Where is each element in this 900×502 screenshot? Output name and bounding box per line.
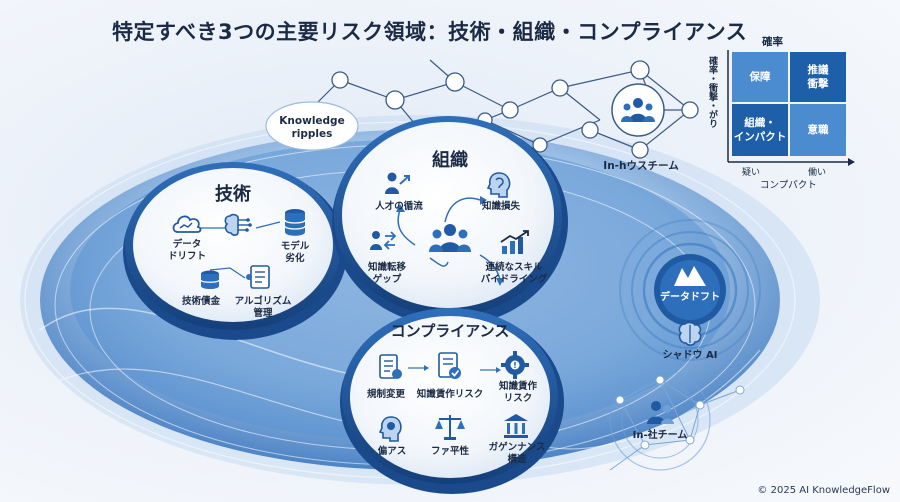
risk-matrix-frame — [727, 50, 855, 166]
compliance-title: コンプライアンス — [390, 322, 510, 340]
compliance-item-label: 偏アス — [377, 446, 407, 457]
matrix-cell: 意職 — [790, 104, 846, 156]
transfer-icon — [370, 231, 397, 250]
team-network-hub — [611, 83, 665, 137]
tech-item-label: アルゴリズム管理 — [234, 296, 292, 319]
org-arrows — [397, 197, 501, 281]
compliance-item-label: 知識賃作リスク — [416, 389, 484, 400]
matrix-top-label: 確率 — [762, 36, 783, 48]
tech-bubble — [133, 168, 333, 322]
scales-icon — [435, 415, 465, 440]
copyright: © 2025 AI KnowledgeFlow — [757, 485, 890, 496]
right-item-label: データドフト — [660, 292, 720, 303]
tech-connectors — [200, 221, 281, 279]
matrix-x-title: コンプパクト — [760, 180, 817, 191]
house-team-icon — [621, 98, 655, 122]
head-gear-icon — [378, 416, 402, 442]
matrix-x-left: 疑い — [742, 168, 761, 178]
chart-up-icon — [500, 230, 529, 254]
team-icon — [429, 224, 471, 252]
mountain-chart-icon — [674, 266, 706, 286]
ripples-label: Knowledge ripples — [279, 115, 345, 140]
cloud-icon — [172, 215, 202, 233]
document-icon — [379, 354, 402, 379]
doc-check-icon — [438, 352, 461, 379]
tech-title: 技術 — [215, 184, 251, 205]
brain-icon — [678, 321, 702, 346]
database-icon — [284, 209, 306, 236]
gear-icon: ! — [501, 351, 529, 379]
right-ripples — [619, 219, 761, 361]
page-title: 特定すべき3つの主要リスク領域：技術・組織・コンプライアンス — [112, 20, 748, 44]
ripples-bubble — [265, 101, 359, 151]
tech-item-label: データドリフト — [167, 239, 206, 262]
lower-network — [609, 379, 741, 471]
matrix-cell: 推議衝撃 — [790, 52, 846, 102]
debt-stack-icon — [200, 270, 220, 289]
matrix-x-right: 働い — [808, 168, 827, 178]
org-item-label: 連続なスキルパイドライング — [480, 262, 548, 285]
matrix-cell: 組織・インパクト — [732, 104, 788, 156]
compliance-item-label: ファ平性 — [430, 446, 469, 457]
network-label: In-hウスチーム — [603, 160, 679, 172]
head-icon — [486, 172, 511, 198]
tech-item-label: モデル劣化 — [280, 241, 310, 264]
compliance-item-label: ガゲンナンス構造 — [488, 442, 546, 465]
org-title: 組織 — [432, 150, 468, 171]
matrix-side-label: 確率・衝撃・がり — [707, 56, 717, 128]
compliance-item-label: 規制変更 — [366, 389, 405, 400]
compliance-bubble — [350, 316, 550, 478]
org-bubble — [342, 122, 554, 308]
org-item-label: 知識転移ゲップ — [367, 262, 406, 285]
svg-text:!: ! — [513, 361, 517, 370]
tech-item-label: 技術債金 — [181, 296, 220, 307]
org-item-label: 人才の循流 — [375, 201, 423, 212]
right-item-label: In-社チーム — [632, 430, 688, 441]
bank-icon — [504, 414, 528, 438]
right-item-label: シャドウ AI — [662, 350, 718, 361]
compliance-item-label: 知識賃作リスク — [498, 381, 537, 404]
org-item-label: 知識損失 — [481, 201, 520, 212]
users-icon — [647, 401, 674, 424]
brain-circuit-icon — [224, 213, 252, 236]
talent-flow-icon — [385, 172, 410, 194]
matrix-cell: 保障 — [732, 52, 788, 102]
algorithm-icon — [246, 265, 270, 289]
